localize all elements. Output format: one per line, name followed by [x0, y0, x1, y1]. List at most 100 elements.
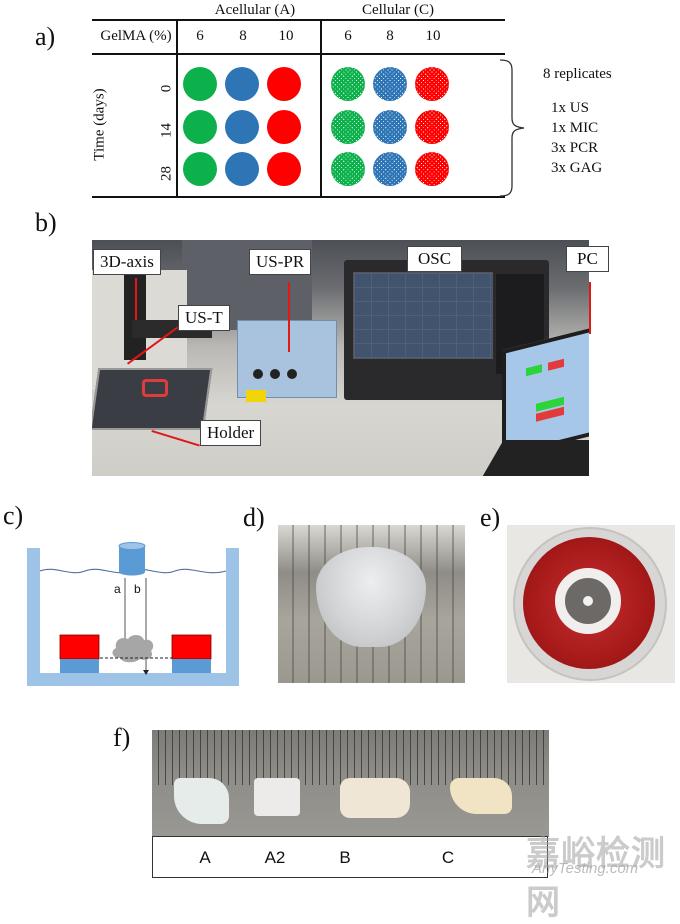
sample-dot-cellular-6-day0 [331, 67, 365, 101]
cellular-conc-10: 10 [425, 28, 441, 44]
samples-photo [152, 730, 549, 837]
right-block-red [171, 634, 212, 660]
tank-wall-left [27, 548, 40, 684]
sample-holder-ring [555, 568, 621, 634]
panel-a-label: a) [35, 22, 56, 51]
holder-hole [583, 596, 593, 606]
beam-a-label: a [114, 582, 121, 596]
sample-dot-acellular-8-day28 [225, 152, 259, 186]
sample-label-b: B [339, 848, 351, 867]
measurement-diagram [27, 542, 239, 686]
tank-wall-right [226, 548, 239, 684]
acellular-conc-6: 6 [196, 28, 204, 44]
table-divider-left [176, 19, 178, 198]
knob [270, 369, 280, 379]
hydrogel-sample [316, 547, 426, 647]
sample-a-piece [174, 778, 229, 824]
sample-dot-cellular-10-day0 [415, 67, 449, 101]
sample-label-c: C [441, 848, 455, 867]
sample-dot-acellular-8-day14 [225, 110, 259, 144]
panel-d-label: d) [243, 503, 265, 532]
left-block-red [59, 634, 100, 660]
replicate-item-pcr: 3x PCR [551, 140, 599, 156]
panel-c-label: c) [3, 501, 24, 530]
table-divider-right [320, 19, 322, 198]
knob [253, 369, 263, 379]
callout-3d-axis: 3D-axis [93, 249, 161, 275]
sample-dot-acellular-6-day28 [183, 152, 217, 186]
callout-holder: Holder [200, 420, 262, 446]
sample-label-box [152, 836, 548, 878]
right-block-blue [172, 659, 211, 673]
transducer-icon [118, 542, 146, 576]
left-block-blue [60, 659, 99, 673]
sample-label-a: A [199, 848, 211, 867]
sample-dot-acellular-10-day14 [267, 110, 301, 144]
leader-pc [589, 282, 591, 334]
table-top-rule [92, 19, 505, 21]
culture-well-photo [507, 525, 675, 683]
sample-dot-cellular-8-day14 [373, 110, 407, 144]
sample-a2-piece [254, 778, 300, 816]
sample-label-a2: A2 [264, 848, 286, 867]
replicate-item-us: 1x US [551, 100, 589, 116]
oscilloscope-screen [353, 272, 493, 359]
sample-dot-acellular-6-day14 [183, 110, 217, 144]
callout-us-pr: US-PR [249, 249, 312, 275]
laptop-red-btn [548, 358, 564, 371]
sample-dot-acellular-10-day0 [267, 67, 301, 101]
yellow-block [246, 390, 266, 402]
replicate-item-gag: 3x GAG [551, 160, 603, 176]
panel-f-label: f) [113, 723, 131, 752]
tank-floor [27, 673, 239, 686]
sample-dot-acellular-6-day0 [183, 67, 217, 101]
sample-dot-cellular-8-day28 [373, 152, 407, 186]
laptop-keyboard [480, 440, 589, 476]
sample-dot-cellular-10-day14 [415, 110, 449, 144]
sample-b-piece [340, 778, 410, 818]
beam-b-arrowhead [143, 670, 149, 675]
knob [287, 369, 297, 379]
time-point-28: 28 [158, 166, 175, 181]
leader-us-pr [288, 282, 290, 352]
hydrogel-photo [278, 525, 465, 683]
table-header-rule [92, 53, 505, 55]
gelma-header: GelMA (%) [100, 28, 172, 44]
cellular-conc-8: 8 [386, 28, 394, 44]
callout-us-t: US-T [178, 305, 230, 331]
replicates-title: 8 replicates [543, 66, 612, 82]
holder-tray [92, 368, 213, 430]
time-point-0: 0 [158, 84, 175, 93]
time-point-14: 14 [158, 123, 175, 138]
brace-icon [499, 59, 525, 197]
ruler-ticks [152, 730, 549, 785]
acellular-conc-8: 8 [239, 28, 247, 44]
panel-e-label: e) [480, 503, 501, 532]
holder-sample-ring [142, 379, 168, 397]
beam-b-label: b [134, 582, 141, 596]
laptop-green-btn [526, 364, 542, 377]
acellular-conc-10: 10 [278, 28, 294, 44]
leader-3d-axis [135, 278, 137, 320]
sample-dot-cellular-6-day14 [331, 110, 365, 144]
setup-photo [92, 240, 589, 476]
group-title-acellular: Acellular (A) [214, 2, 296, 18]
sample-c-piece [450, 778, 512, 814]
panel-a-table: Acellular (A) Cellular (C) GelMA (%) 6 8… [0, 0, 680, 210]
panel-b-label: b) [35, 208, 57, 237]
sample-dot-acellular-8-day0 [225, 67, 259, 101]
time-axis-label: Time (days) [91, 88, 108, 161]
table-bottom-rule [92, 196, 505, 198]
sample-dot-cellular-10-day28 [415, 152, 449, 186]
sample-dot-cellular-6-day28 [331, 152, 365, 186]
replicates-list: 1x US 1x MIC 3x PCR 3x GAG [551, 98, 602, 178]
replicate-item-mic: 1x MIC [551, 120, 599, 136]
group-title-cellular: Cellular (C) [361, 2, 435, 18]
watermark-en: AnyTesting.com [532, 860, 639, 877]
callout-osc: OSC [407, 246, 463, 272]
sample-cloud [112, 634, 154, 663]
sample-dot-cellular-8-day0 [373, 67, 407, 101]
callout-pc: PC [566, 246, 609, 272]
cellular-conc-6: 6 [344, 28, 352, 44]
pulser-receiver-box [237, 320, 337, 398]
